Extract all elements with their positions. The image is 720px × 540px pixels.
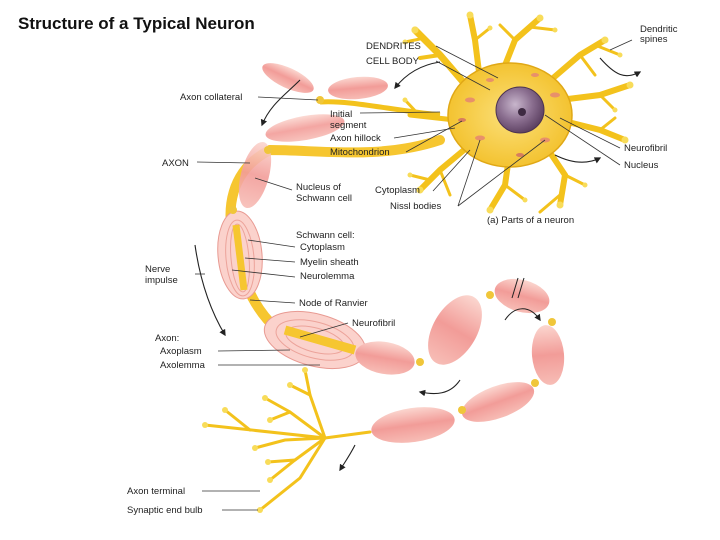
myelin-sheath	[225, 219, 255, 297]
node-of-ranvier	[229, 206, 237, 214]
label-axon-header: Axon:	[155, 333, 179, 344]
label-schwann-cytoplasm: Cytoplasm	[300, 242, 345, 253]
schwann-cell	[265, 114, 345, 142]
label-axon-terminal: Axon terminal	[127, 486, 185, 497]
label-schwann-cell-header: Schwann cell:	[296, 230, 355, 241]
slide-title: Structure of a Typical Neuron	[18, 14, 255, 33]
label-axolemma: Axolemma	[160, 360, 206, 371]
label-node-of-ranvier: Node of Ranvier	[299, 298, 368, 309]
label-neurofibril-top: Neurofibril	[624, 143, 667, 154]
node-of-ranvier	[264, 146, 272, 154]
schwann-cell	[238, 141, 272, 209]
label-mitochondrion: Mitochondrion	[330, 147, 390, 158]
axon-collateral	[262, 63, 441, 118]
mitochondria	[458, 118, 524, 157]
label-dendrites: DENDRITES	[366, 41, 421, 52]
label-myelin-sheath: Myelin sheath	[300, 257, 359, 268]
label-axoplasm: Axoplasm	[160, 346, 202, 357]
label-synaptic-end-bulb: Synaptic end bulb	[127, 505, 203, 516]
figure-caption: (a) Parts of a neuron	[487, 215, 574, 226]
leader-lines	[195, 39, 633, 511]
synaptic-end-bulbs	[202, 367, 308, 513]
label-axon-collateral: Axon collateral	[180, 92, 242, 103]
dendrite-tree	[403, 12, 633, 214]
axon	[217, 114, 445, 369]
label-neurofibril-lower: Neurofibril	[352, 318, 395, 329]
axon-terminal	[203, 368, 372, 512]
axon-core	[225, 135, 445, 350]
label-cytoplasm: Cytoplasm	[375, 185, 420, 196]
label-axon: AXON	[162, 158, 189, 169]
neurofibril-bundle	[283, 325, 357, 355]
dendritic-spines	[402, 11, 634, 214]
label-cell-body: CELL BODY	[366, 56, 420, 67]
axon-loop	[355, 277, 565, 443]
nucleolus	[518, 108, 526, 116]
impulse-arrows	[194, 57, 642, 472]
myelin-sheath	[230, 223, 250, 293]
label-axon-hillock: Axon hillock	[330, 133, 381, 144]
label-neurolemma: Neurolemma	[300, 271, 355, 282]
label-nucleus: Nucleus	[624, 160, 659, 171]
label-nissl-bodies: Nissl bodies	[390, 201, 441, 212]
